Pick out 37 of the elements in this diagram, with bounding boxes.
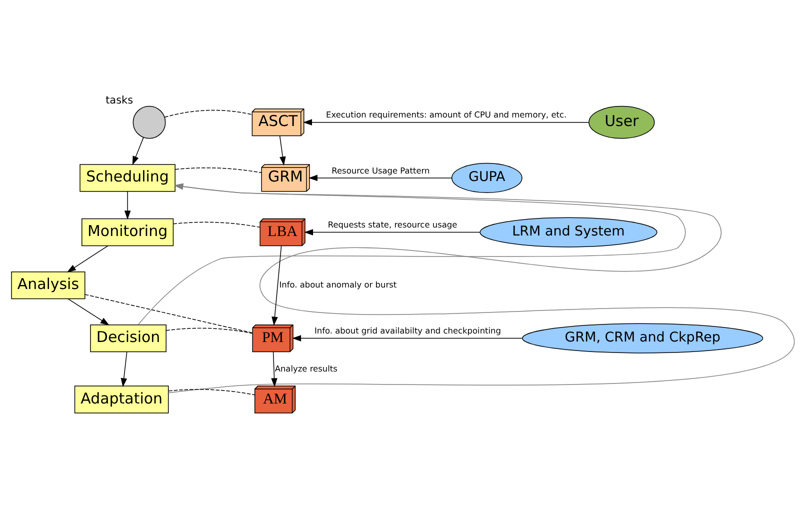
arrow [138, 183, 686, 326]
arrow [292, 335, 523, 342]
edge-label: Execution requirements: amount of CPU and memory, etc. [326, 110, 567, 120]
node-box: Decision [90, 324, 166, 352]
arrow [120, 352, 128, 388]
arrow [66, 245, 108, 272]
edge-label: Analyze results [274, 364, 338, 374]
edge-label: Info. about anomaly or burst [279, 279, 397, 290]
connector [175, 167, 262, 174]
arrow [279, 136, 286, 166]
node-label: tasks [106, 94, 134, 106]
node-ellipse: LRM and System [480, 217, 658, 248]
arrow [272, 245, 282, 326]
connector [84, 294, 253, 334]
arrow [308, 174, 452, 182]
edge-label: Requests state, resource usage [328, 220, 458, 230]
edge-label: Info. about grid availabilty and checkpointing [314, 326, 501, 336]
connector [164, 110, 252, 118]
node-ellipse: User [588, 106, 655, 139]
arrow [303, 119, 590, 126]
node-ellipse: GUPA [451, 162, 522, 193]
arrow [168, 184, 795, 394]
arrow [271, 352, 278, 388]
arrow [124, 191, 131, 220]
node-circle [132, 106, 166, 139]
connector [166, 328, 253, 334]
connector [172, 222, 260, 228]
node-box: Scheduling [80, 164, 176, 192]
connector [168, 389, 256, 396]
edge-label: Resource Usage Pattern [332, 165, 430, 176]
node-ellipse: GRM, CRM and CkpRep [522, 323, 764, 354]
arrow [132, 137, 144, 166]
node-box: Monitoring [82, 218, 174, 246]
arrow [304, 229, 480, 236]
arrow [68, 298, 110, 326]
node-box: Analysis [11, 271, 86, 300]
node-box: Adaptation [74, 386, 169, 414]
